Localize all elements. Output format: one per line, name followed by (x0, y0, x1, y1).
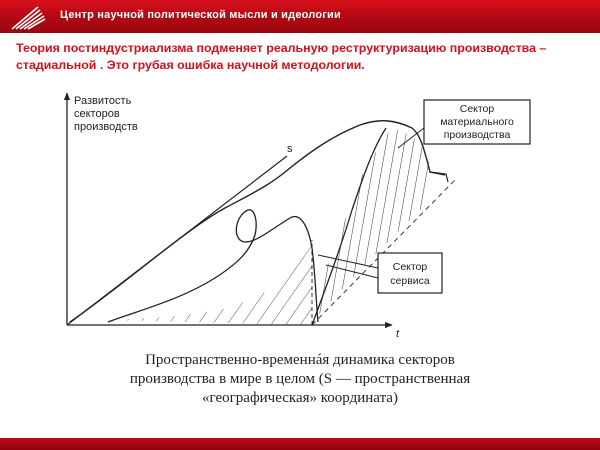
diagram-caption: Пространственно-временнáя динамика секто… (60, 351, 540, 408)
material-sector-label-2: материального (440, 116, 514, 128)
caption-line-1: Пространственно-временнáя динамика секто… (145, 352, 455, 368)
s-axis-label: s (287, 143, 293, 155)
caption-line-2: производства в мире в целом (S — простра… (129, 371, 471, 387)
slide-thesis: Теория постиндустриализма подменяет реал… (16, 40, 591, 74)
footer-bar (0, 438, 600, 450)
material-sector-pointer (397, 127, 425, 149)
caption-line-3: «географическая» координата) (202, 390, 398, 406)
y-axis-label-1: Развитость (74, 95, 132, 107)
material-sector-label-1: Сектор (460, 103, 495, 115)
header-bar: Центр научной политической мысли и идеол… (0, 0, 600, 33)
service-sector-curve (107, 209, 319, 323)
service-sector-pointer-2 (325, 264, 379, 279)
logo-icon (11, 6, 46, 30)
service-sector-hatch (108, 245, 312, 325)
service-sector-callout (377, 252, 443, 294)
y-axis-label-3: производств (74, 121, 138, 133)
plateau-line (429, 171, 449, 183)
thesis-line-2: стадиальной . Это грубая ошибка научной … (16, 58, 365, 72)
thesis-line-1: Теория постиндустриализма подменяет реал… (16, 41, 547, 55)
material-sector-hatch (312, 127, 432, 322)
y-axis-label-2: секторов (74, 108, 120, 120)
service-sector-label-1: Сектор (393, 261, 428, 273)
material-sector-label-3: производства (444, 129, 511, 141)
header-title: Центр научной политической мысли и идеол… (60, 9, 341, 21)
material-sector-callout (423, 99, 531, 145)
service-sector-pointer-1 (317, 254, 379, 269)
t-axis-label: t (396, 328, 400, 340)
service-sector-label-2: сервиса (390, 275, 430, 287)
material-sector-curve (311, 127, 387, 326)
envelope-curve (69, 120, 446, 323)
